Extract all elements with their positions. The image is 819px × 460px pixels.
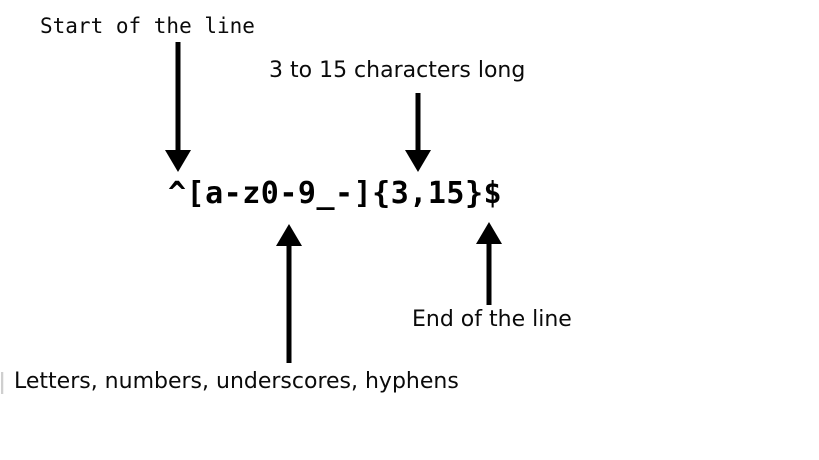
annotation-label-start-of-line: Start of the line — [40, 14, 255, 38]
clipped-edge-artifact — [1, 372, 4, 394]
arrow-character-class-icon — [276, 224, 302, 363]
annotation-label-end-of-line: End of the line — [412, 307, 572, 332]
arrow-end-of-line-icon — [476, 222, 502, 305]
regex-pattern-text: ^[a-z0-9_-]{3,15}$ — [168, 176, 503, 211]
arrow-start-of-line-icon — [165, 42, 191, 172]
annotation-label-character-class: Letters, numbers, underscores, hyphens — [14, 369, 459, 394]
annotation-label-length-quantifier: 3 to 15 characters long — [269, 58, 526, 83]
arrow-length-quantifier-icon — [405, 93, 431, 172]
